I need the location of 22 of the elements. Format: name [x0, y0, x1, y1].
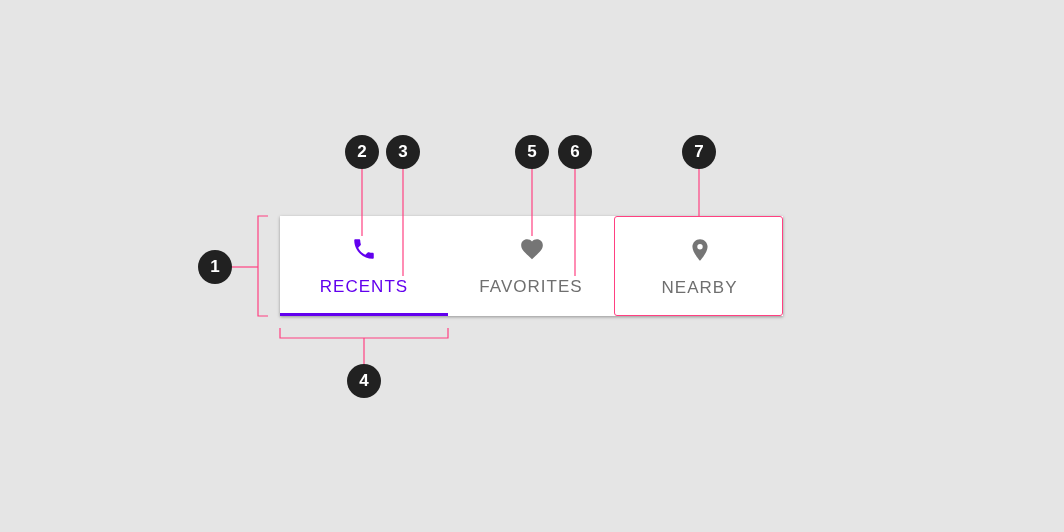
leader-line [698, 168, 700, 217]
heart-icon [519, 236, 545, 262]
tab-label: RECENTS [319, 276, 409, 298]
callout-number: 3 [386, 135, 420, 169]
leader-line [361, 168, 363, 237]
leader-line [363, 337, 365, 365]
callout-number: 5 [515, 135, 549, 169]
leader-line [402, 168, 404, 277]
leader-line [574, 168, 576, 277]
phone-icon [351, 236, 377, 262]
callout-number: 1 [198, 250, 232, 284]
callout-number: 7 [682, 135, 716, 169]
leader-line [531, 168, 533, 237]
active-indicator [280, 313, 448, 316]
tab-bar [280, 216, 783, 316]
callout-number: 4 [347, 364, 381, 398]
callout-number: 6 [558, 135, 592, 169]
leader-line [231, 266, 259, 268]
tab-label: NEARBY [661, 277, 738, 299]
tab-label: FAVORITES [479, 276, 583, 298]
callout-number: 2 [345, 135, 379, 169]
tab [614, 216, 783, 316]
